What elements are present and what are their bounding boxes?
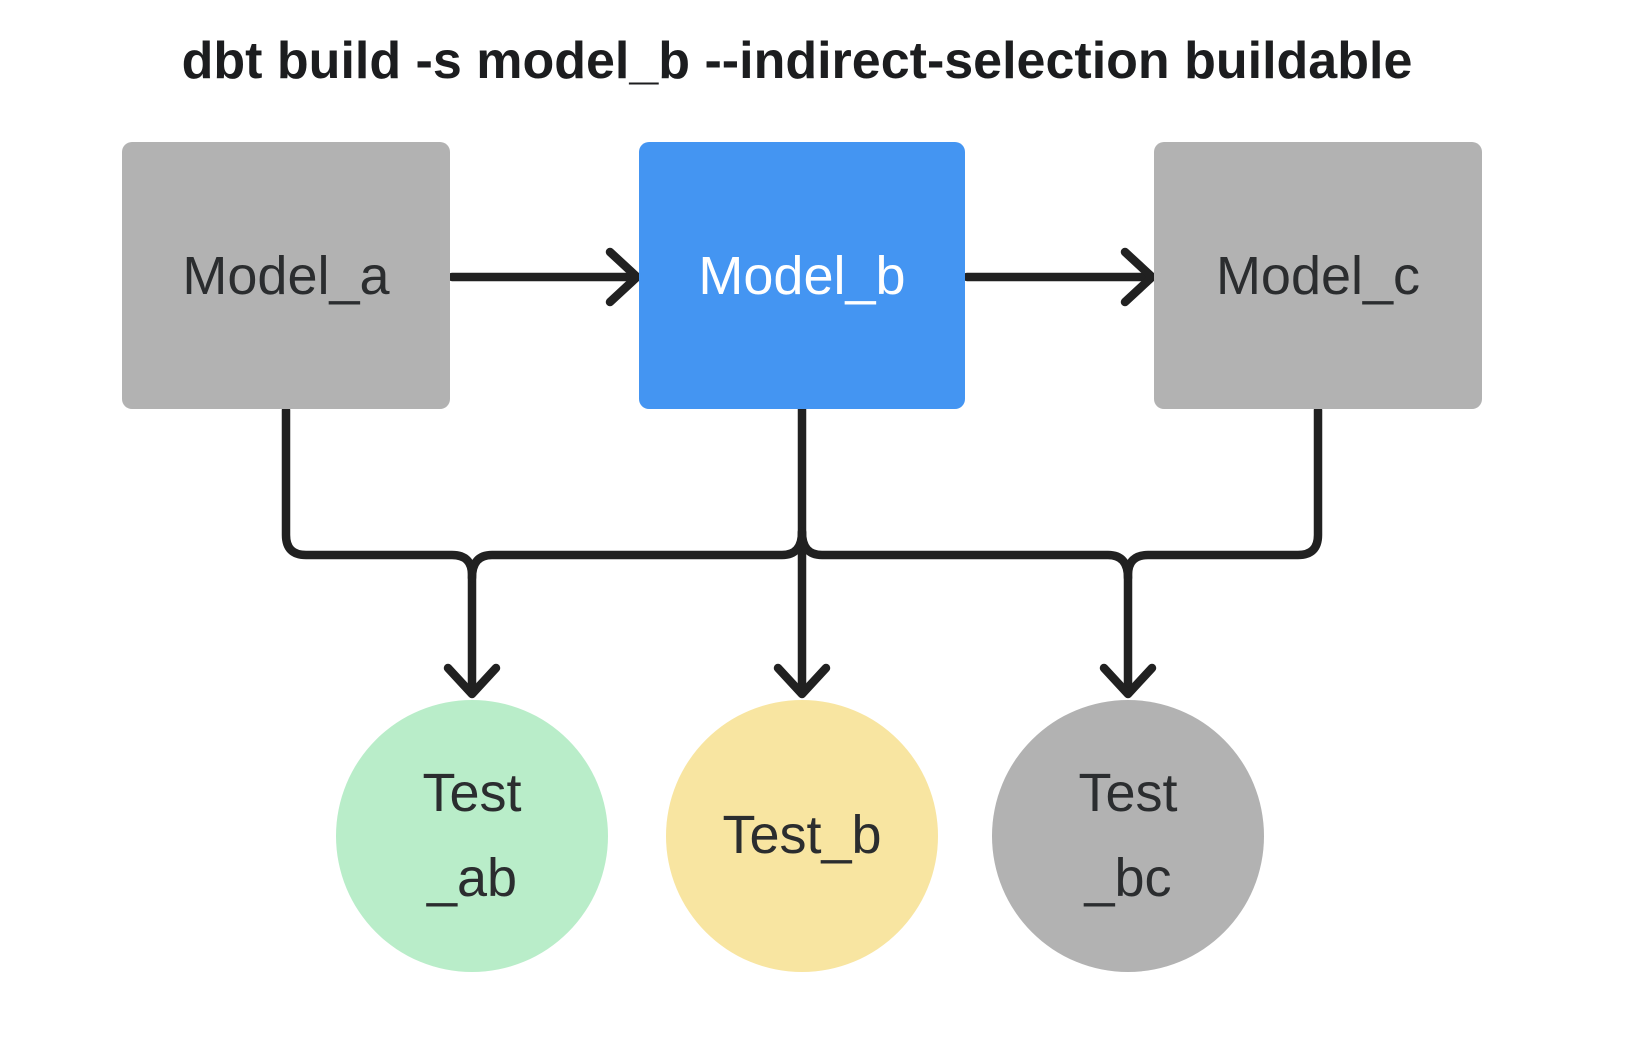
- arrowhead-model-b-icon: [605, 247, 642, 307]
- node-model-a: Model_a: [122, 142, 450, 409]
- node-test-ab-label-line2: _ab: [426, 848, 518, 908]
- node-test-bc-label-line2: _bc: [1084, 848, 1172, 908]
- arrowhead-test-ab-icon: [443, 663, 501, 699]
- test-bus-right-segment: [797, 527, 1133, 583]
- node-model-b-label: Model_b: [698, 245, 906, 306]
- node-test-ab-label-line1: Test: [422, 762, 522, 823]
- diagram-title: dbt build -s model_b --indirect-selectio…: [181, 32, 1413, 90]
- node-model-b: Model_b: [639, 142, 965, 409]
- node-model-c-label: Model_c: [1215, 245, 1421, 306]
- node-model-a-label: Model_a: [182, 245, 390, 306]
- node-test-ab: Test _ab: [336, 700, 608, 972]
- node-model-c: Model_c: [1154, 142, 1482, 409]
- edge-model-c-to-test-bus: [1123, 405, 1323, 692]
- arrowhead-test-b-icon: [773, 663, 831, 699]
- arrowhead-model-c-icon: [1120, 247, 1157, 307]
- node-test-b: Test_b: [666, 700, 938, 972]
- test-bus-left-segment: [467, 527, 807, 583]
- edge-model-a-to-test-bus: [281, 405, 477, 692]
- node-test-b-label: Test_b: [722, 805, 882, 866]
- node-test-bc: Test _bc: [992, 700, 1264, 972]
- node-test-bc-label-line1: Test: [1078, 762, 1178, 823]
- arrowhead-test-bc-icon: [1099, 663, 1157, 699]
